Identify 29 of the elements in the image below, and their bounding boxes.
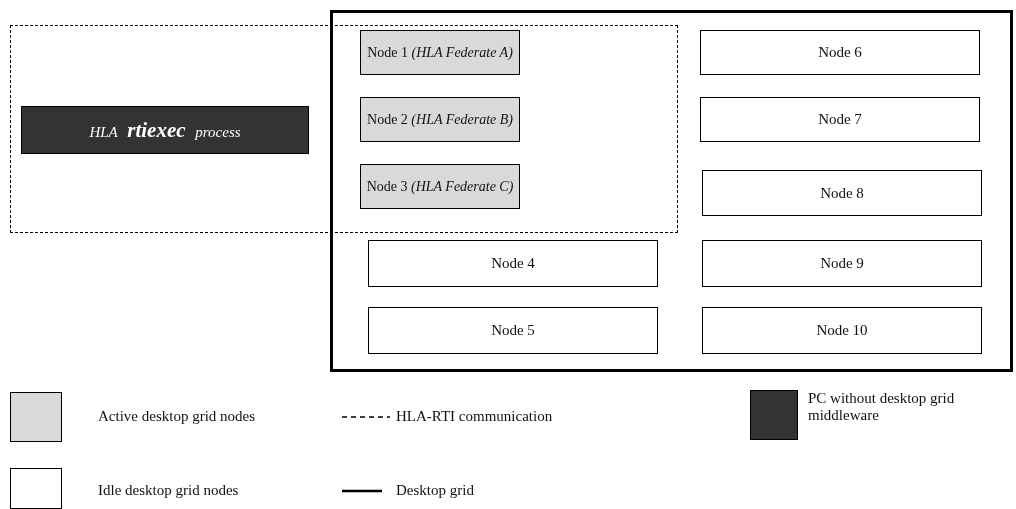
node-label: Node 1 (HLA Federate A) — [367, 44, 513, 61]
node-label: Node 8 — [820, 184, 864, 202]
idle-node-box — [368, 307, 658, 354]
legend-label: Desktop grid — [396, 482, 474, 499]
desktop-grid-region — [330, 10, 1013, 372]
idle-node-box — [702, 240, 982, 287]
legend-label: Idle desktop grid nodes — [98, 482, 239, 499]
active-node-box — [360, 30, 520, 75]
legend-label: Active desktop grid nodes — [98, 408, 256, 425]
communication-region — [10, 25, 678, 233]
active-node-box — [360, 164, 520, 209]
active-node-box — [360, 97, 520, 142]
node-label: Node 5 — [491, 322, 535, 339]
idle-node-box — [700, 97, 980, 142]
node-label: Node 10 — [816, 322, 868, 339]
idle-node-box — [702, 170, 982, 216]
node-label: Node 7 — [818, 111, 862, 128]
idle-node-box — [700, 30, 980, 75]
process-box — [21, 106, 309, 154]
legend-label: HLA-RTI communication — [396, 408, 553, 425]
node-label: Node 6 — [818, 44, 862, 61]
node-label: HLA rtiexec process — [89, 117, 241, 143]
node-label: Node 9 — [820, 255, 864, 272]
node-label: Node 3 (HLA Federate C) — [366, 178, 514, 195]
node-label: Node 4 — [491, 255, 535, 272]
legend-label: PC without desktop grid middleware — [808, 390, 956, 424]
idle-node-box — [702, 307, 982, 354]
node-label: Node 2 (HLA Federate B) — [367, 111, 513, 128]
idle-node-box — [368, 240, 658, 287]
